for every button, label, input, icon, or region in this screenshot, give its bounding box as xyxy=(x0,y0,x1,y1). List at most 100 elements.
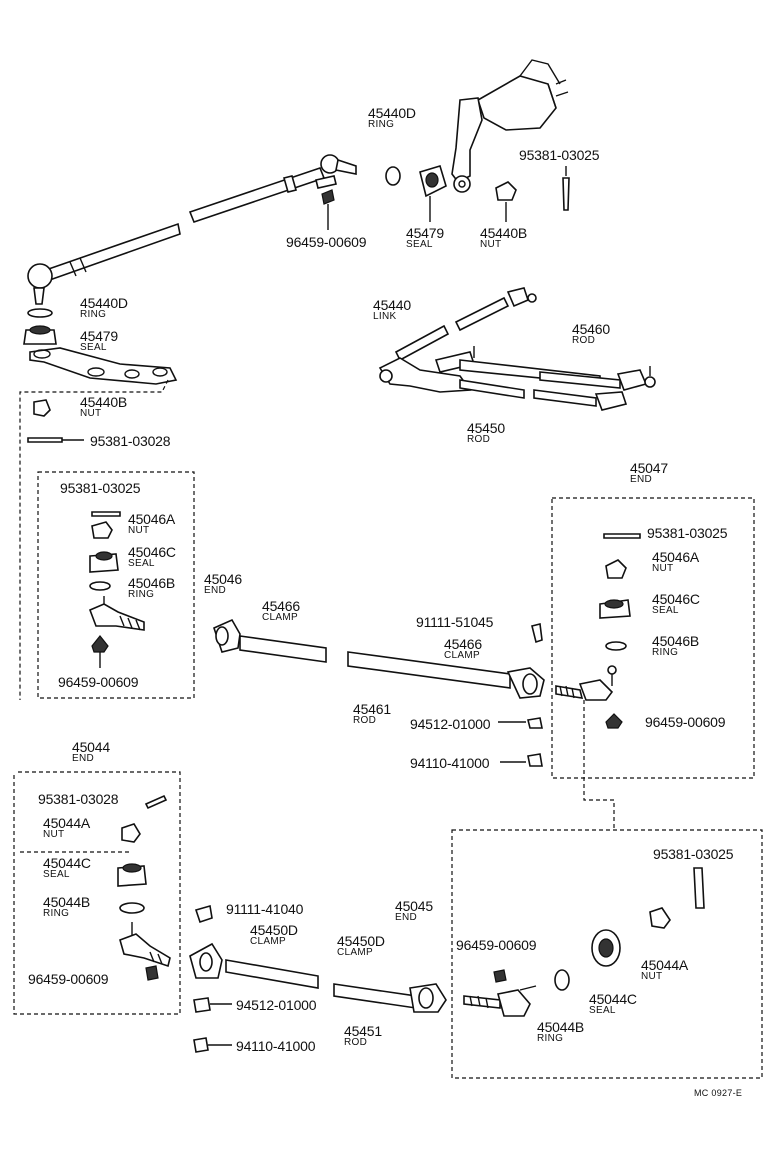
part-description: ROD xyxy=(467,434,491,445)
part-description: RING xyxy=(368,119,395,130)
part-number: 45044B xyxy=(537,1019,585,1035)
part-number: 45450D xyxy=(337,933,385,949)
part-number: 45046A xyxy=(652,549,700,565)
part-number: 45440D xyxy=(368,105,416,121)
drag-link-top xyxy=(27,154,357,305)
part-number: 45046B xyxy=(652,633,700,649)
part-description: RING xyxy=(43,908,70,919)
part-number: 91111-41040 xyxy=(226,901,304,917)
part-number: 94110-41000 xyxy=(410,755,490,771)
part-number: 95381-03025 xyxy=(653,846,734,862)
part-number: 95381-03025 xyxy=(519,147,600,163)
part-number: 91111-51045 xyxy=(416,614,494,630)
part-number: 45044 xyxy=(72,739,110,755)
part-description: SEAL xyxy=(128,558,155,569)
part-number: 45047 xyxy=(630,460,668,476)
label-pin-95381-03028-b: 95381-03028 xyxy=(38,792,119,806)
part-number: 95381-03028 xyxy=(90,433,171,449)
part-number: 94110-41000 xyxy=(236,1038,316,1054)
label-pin-95381-03025-c: 95381-03025 xyxy=(653,846,734,862)
part-number: 45044A xyxy=(641,957,689,973)
part-description: RING xyxy=(80,309,107,320)
part-description: CLAMP xyxy=(262,612,298,623)
idler-arm-part xyxy=(29,347,178,385)
part-number: 45450 xyxy=(467,420,505,436)
seal-45479-left-part xyxy=(23,325,57,345)
box-45045 xyxy=(451,829,763,1079)
linkage-overview xyxy=(378,287,656,411)
figure-code: MC 0927-E xyxy=(694,1088,743,1098)
label-bolt-96459-00609-top: 96459-00609 xyxy=(286,235,367,249)
label-pin-95381-03028-left: 95381-03028 xyxy=(90,433,171,449)
part-number: 96459-00609 xyxy=(28,971,109,987)
part-number: 45440D xyxy=(80,295,128,311)
part-number: 45466 xyxy=(262,598,300,614)
label-washer-94512-01000-b: 94512-01000 xyxy=(236,997,317,1013)
part-number: 45440 xyxy=(373,297,411,313)
part-description: END xyxy=(630,474,653,485)
washer-94512-a-part xyxy=(527,717,543,729)
part-number: 94512-01000 xyxy=(236,997,317,1013)
part-description: NUT xyxy=(43,829,65,840)
part-number: 45046C xyxy=(652,591,700,607)
part-number: 45479 xyxy=(406,225,444,241)
part-description: SEAL xyxy=(43,869,70,880)
part-number: 45046 xyxy=(204,571,242,587)
ring-45440d-left-part xyxy=(27,308,53,318)
label-bolt-91111-41040: 91111-41040 xyxy=(226,902,303,916)
part-number: 45045 xyxy=(395,898,433,914)
part-description: ROD xyxy=(353,715,377,726)
part-description: END xyxy=(204,585,227,596)
box-45047 xyxy=(551,497,755,779)
part-description: ROD xyxy=(572,335,596,346)
label-bolt-96459-00609-b: 96459-00609 xyxy=(645,714,726,730)
part-number: 45450D xyxy=(250,922,298,938)
part-description: NUT xyxy=(652,563,674,574)
rod-45451-part xyxy=(189,904,447,1053)
part-number: 94512-01000 xyxy=(410,716,491,732)
part-number: 95381-03025 xyxy=(647,525,728,541)
label-bolt-91111-51045: 91111-51045 xyxy=(416,615,493,629)
part-number: 45466 xyxy=(444,636,482,652)
label-pin-95381-03025-top: 95381-03025 xyxy=(519,147,600,163)
label-pin-95381-03025-a: 95381-03025 xyxy=(60,481,141,495)
part-number: 45451 xyxy=(344,1023,382,1039)
cotter-pin-top-part xyxy=(562,166,570,211)
part-number: 45440B xyxy=(480,225,528,241)
part-description: END xyxy=(395,912,418,923)
label-washer-94512-01000-a: 94512-01000 xyxy=(410,716,491,732)
part-number: 45460 xyxy=(572,321,610,337)
part-description: END xyxy=(72,753,95,764)
part-number: 45044A xyxy=(43,815,91,831)
part-number: 96459-00609 xyxy=(645,714,726,730)
part-description: CLAMP xyxy=(444,650,480,661)
part-description: SEAL xyxy=(80,342,107,353)
part-description: NUT xyxy=(641,971,663,982)
part-description: RING xyxy=(537,1033,564,1044)
seal-45044c-right-part xyxy=(591,929,621,967)
part-number: 45046B xyxy=(128,575,176,591)
part-number: 45044C xyxy=(43,855,91,871)
